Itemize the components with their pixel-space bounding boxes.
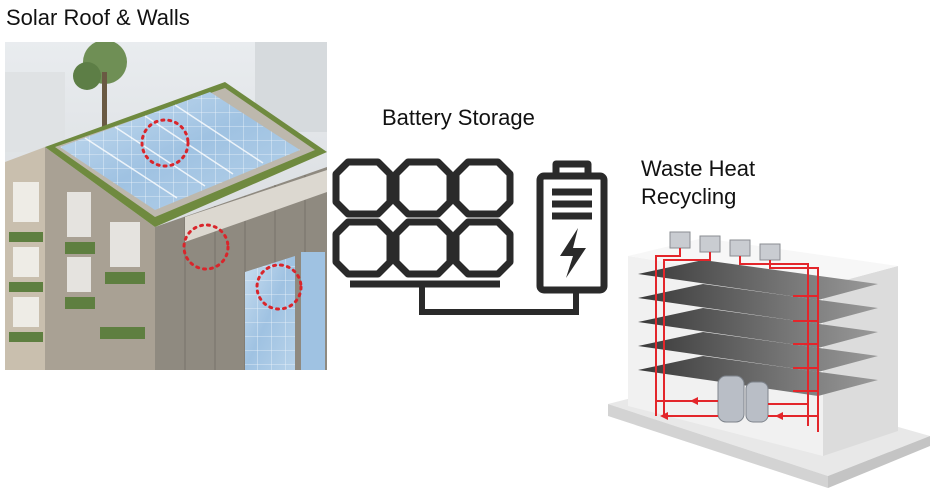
heat-pipes: [655, 248, 819, 432]
solar-panel-icon: [332, 158, 514, 288]
wall-highlight-circle: [182, 223, 230, 271]
battery-charging-icon: [536, 160, 608, 294]
panel-highlight-circle: [255, 263, 303, 311]
waste-heat-building-illustration: [608, 231, 930, 488]
waste-heat-label-line2: Recycling: [641, 184, 737, 209]
waste-heat-label-line1: Waste Heat: [641, 156, 756, 181]
solar-building-illustration: [5, 42, 327, 370]
battery-storage-label: Battery Storage: [382, 105, 535, 130]
solar-roof-label: Solar Roof & Walls: [6, 5, 190, 30]
bolt-icon: [560, 228, 586, 278]
connector-line: [419, 284, 579, 315]
solar-battery-graphic: [332, 158, 608, 315]
roof-highlight-circle: [140, 118, 190, 168]
waste-heat-label: Waste Heat Recycling: [641, 155, 755, 211]
